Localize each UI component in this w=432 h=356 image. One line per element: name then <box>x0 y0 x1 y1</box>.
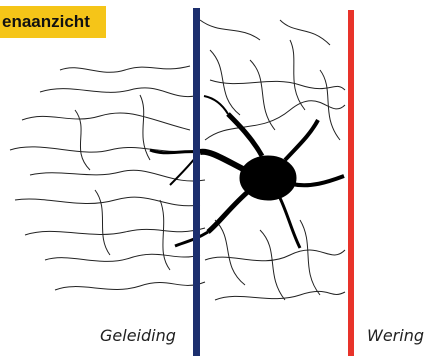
neuron-cell <box>150 96 344 248</box>
boundary-line-blue <box>193 8 200 356</box>
label-geleiding: Geleiding <box>100 326 176 345</box>
label-wering: Wering <box>367 326 424 345</box>
nerve-fibers <box>10 20 345 300</box>
boundary-line-red <box>348 10 354 356</box>
